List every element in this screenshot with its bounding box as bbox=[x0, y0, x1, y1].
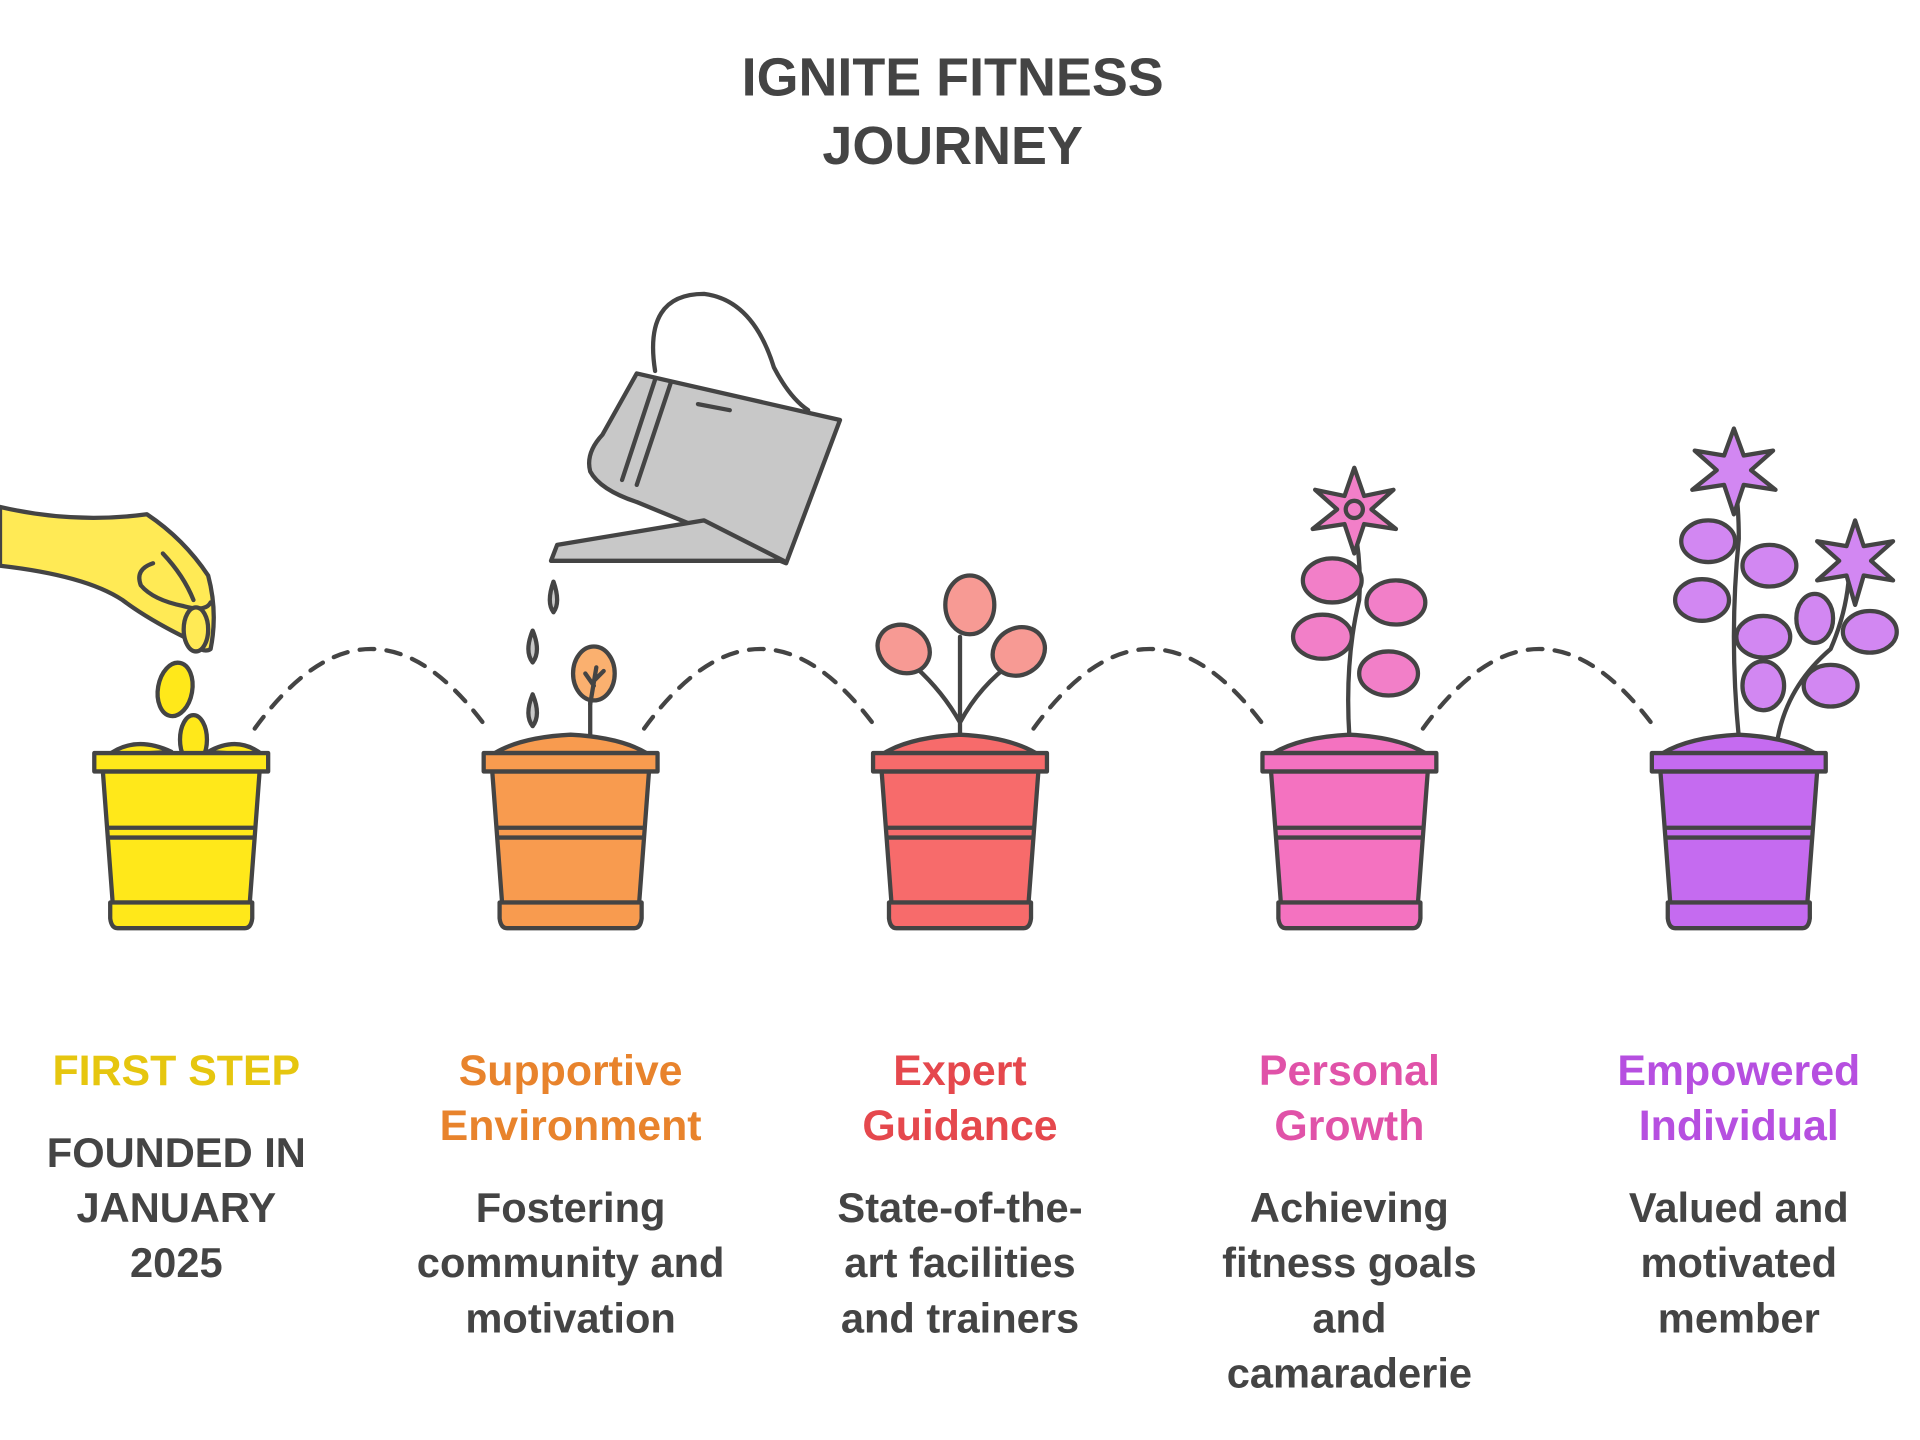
stage-description-line: community and bbox=[416, 1240, 725, 1287]
flower bbox=[1310, 465, 1399, 556]
stage-title-line: Individual bbox=[1638, 1102, 1839, 1150]
flower bbox=[1690, 426, 1896, 608]
connector-arc bbox=[252, 647, 490, 731]
stage-title-line: Expert bbox=[893, 1046, 1027, 1095]
stage-description-line: Achieving bbox=[1249, 1185, 1449, 1232]
stage-description-line: 2025 bbox=[130, 1240, 223, 1287]
stage-title-line: Empowered bbox=[1617, 1046, 1861, 1095]
seed bbox=[155, 660, 195, 719]
stage-title-line: Environment bbox=[439, 1102, 702, 1150]
stage-title-line: Personal bbox=[1258, 1046, 1440, 1095]
stage-description-line: motivated bbox=[1640, 1240, 1838, 1287]
stage-title-line: FIRST STEP bbox=[52, 1046, 301, 1095]
flower-pot bbox=[1649, 732, 1828, 931]
stage-description-line: member bbox=[1657, 1295, 1820, 1343]
stage-description-line: JANUARY bbox=[76, 1185, 277, 1232]
dashed-connectors bbox=[252, 647, 1658, 731]
stage-description-line: fitness goals bbox=[1222, 1240, 1477, 1287]
stage-description-line: and bbox=[1312, 1295, 1387, 1343]
flower-pot bbox=[1260, 732, 1439, 931]
flower-pot bbox=[870, 732, 1050, 931]
full-bloom-plant-icon bbox=[1672, 426, 1899, 740]
stage-description-line: camaraderie bbox=[1226, 1350, 1473, 1398]
flowering-plant-icon bbox=[1290, 465, 1428, 740]
water-drop bbox=[547, 579, 560, 615]
flower-pot bbox=[481, 732, 660, 931]
stage-title-line: Guidance bbox=[862, 1102, 1058, 1150]
stage-description: State-of-the-art facilities and trainers bbox=[764, 1182, 1156, 1347]
stage-description: Valued and motivated member bbox=[1543, 1182, 1920, 1347]
stage-1: FIRST STEP FOUNDED IN JANUARY 2025 bbox=[0, 1043, 372, 1292]
stage-description: FOUNDED IN JANUARY 2025 bbox=[0, 1127, 372, 1292]
stage-description: Achieving fitness goals and camaraderie bbox=[1153, 1182, 1545, 1402]
stage-description-line: and trainers bbox=[840, 1295, 1080, 1343]
water-drop bbox=[526, 692, 540, 729]
stage-description-line: State-of-the- bbox=[837, 1185, 1083, 1232]
sprout-icon bbox=[570, 644, 617, 737]
flower-pot bbox=[92, 750, 271, 931]
water-drop bbox=[526, 628, 540, 665]
stage-description-line: motivation bbox=[465, 1295, 676, 1343]
stage-title-line: Supportive bbox=[458, 1046, 683, 1095]
watering-can-icon bbox=[526, 291, 843, 729]
title-line: JOURNEY bbox=[822, 116, 1083, 177]
connector-arc bbox=[641, 647, 879, 731]
stage-description-line: FOUNDED IN bbox=[46, 1130, 306, 1177]
stage-description-line: Valued and bbox=[1628, 1185, 1849, 1232]
connector-arc bbox=[1420, 647, 1658, 731]
page-title: IGNITE FITNESS JOURNEY bbox=[585, 44, 1320, 181]
title-line: IGNITE FITNESS bbox=[741, 47, 1164, 108]
connector-arc bbox=[1031, 647, 1269, 731]
stage-title: FIRST STEP bbox=[0, 1043, 372, 1098]
stage-description: Fostering community and motivation bbox=[375, 1182, 767, 1347]
young-plant-icon bbox=[875, 573, 1047, 737]
stage-description-line: art facilities bbox=[844, 1240, 1076, 1287]
stage-description-line: Fostering bbox=[475, 1185, 666, 1232]
hand-planting-seeds-icon bbox=[0, 504, 266, 767]
stage-title-line: Growth bbox=[1274, 1102, 1425, 1150]
